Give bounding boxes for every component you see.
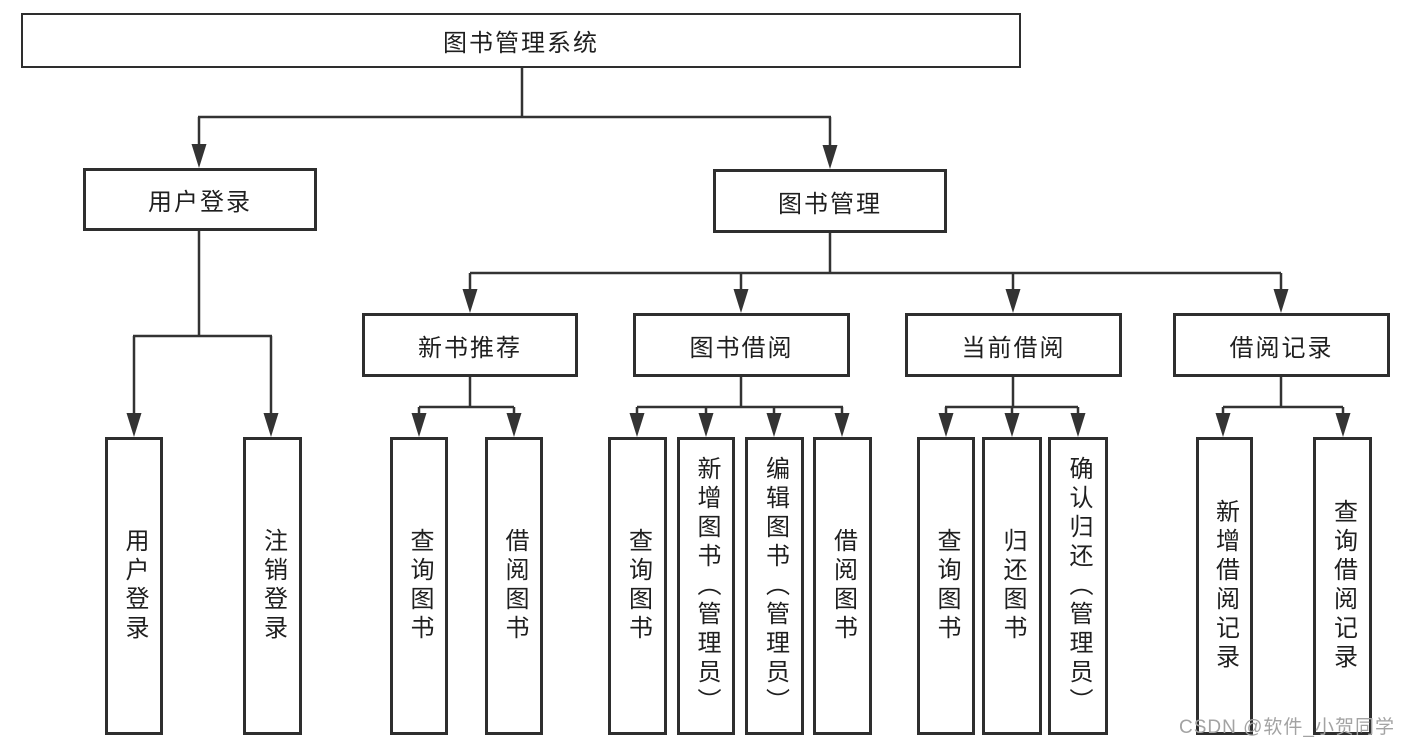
node-book-management-module: 图书管理 <box>713 169 947 233</box>
node-label: 图书借阅 <box>689 334 794 362</box>
node-new-book-recommend: 新书推荐 <box>362 313 578 377</box>
node-book-borrow: 图书借阅 <box>633 313 850 377</box>
node-borrow-records: 借阅记录 <box>1173 313 1390 377</box>
leaf-newbook-query: 查询图书 <box>390 437 448 735</box>
node-label: 新书推荐 <box>418 334 522 362</box>
leaf-record-query: 查询借阅记录 <box>1313 437 1372 735</box>
node-label: 图书管理系统 <box>443 30 599 57</box>
leaf-current-query: 查询图书 <box>917 437 975 735</box>
leaf-record-add: 新增借阅记录 <box>1196 437 1253 735</box>
leaf-logout: 注销登录 <box>243 437 302 735</box>
node-label: 查询借阅记录 <box>1329 499 1357 673</box>
node-label: 借阅图书 <box>501 528 528 644</box>
node-current-borrow: 当前借阅 <box>905 313 1122 377</box>
node-label: 借阅图书 <box>829 528 857 644</box>
node-label: 查询图书 <box>624 528 652 644</box>
node-root-system: 图书管理系统 <box>21 13 1021 68</box>
node-label: 当前借阅 <box>961 334 1066 362</box>
node-label: 新增图书（管理员） <box>693 455 720 717</box>
leaf-borrow-book: 借阅图书 <box>813 437 872 735</box>
leaf-borrow-query: 查询图书 <box>608 437 667 735</box>
leaf-borrow-edit-admin: 编辑图书（管理员） <box>745 437 804 735</box>
node-label: 借阅记录 <box>1229 334 1334 362</box>
node-label: 查询图书 <box>406 528 433 644</box>
node-label: 归还图书 <box>999 528 1026 644</box>
node-label: 编辑图书（管理员） <box>761 455 789 717</box>
node-user-login-module: 用户登录 <box>83 168 317 231</box>
leaf-newbook-borrow: 借阅图书 <box>485 437 543 735</box>
node-label: 注销登录 <box>259 528 287 644</box>
node-label: 确认归还（管理员） <box>1065 455 1092 717</box>
node-label: 用户登录 <box>121 528 148 644</box>
node-label: 新增借阅记录 <box>1211 499 1239 673</box>
leaf-borrow-add-admin: 新增图书（管理员） <box>677 437 735 735</box>
leaf-current-return: 归还图书 <box>982 437 1042 735</box>
csdn-watermark: CSDN @软件_小贺同学 <box>1179 717 1395 738</box>
leaf-current-confirm-return-admin: 确认归还（管理员） <box>1048 437 1108 735</box>
node-label: 查询图书 <box>933 528 960 644</box>
node-label: 图书管理 <box>778 190 882 218</box>
leaf-user-login: 用户登录 <box>105 437 163 735</box>
node-label: 用户登录 <box>148 189 252 216</box>
